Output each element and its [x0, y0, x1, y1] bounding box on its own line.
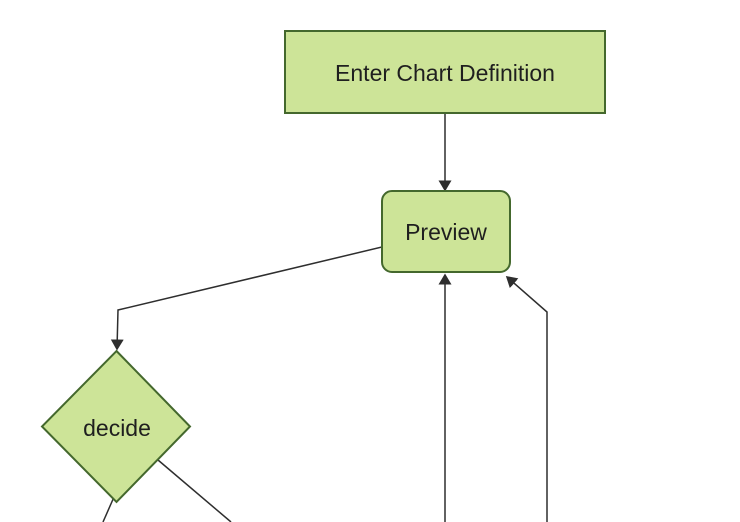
preview-box [381, 190, 511, 273]
edge-preview-to-decide [110, 246, 383, 351]
decide-diamond [40, 349, 192, 504]
edge-layer [102, 113, 548, 522]
decide-label: decide [83, 415, 151, 441]
enter-chart-definition-label: Enter Chart Definition [335, 60, 555, 86]
node-enter-chart-definition: Enter Chart Definition [284, 30, 606, 114]
edge-offscreen-to-preview-right [505, 276, 548, 522]
edge-decide-to-offscreen-right [157, 459, 232, 522]
node-layer: Enter Chart Definition Preview decide [40, 30, 606, 504]
node-preview: Preview [381, 190, 511, 273]
enter-chart-definition-box [284, 30, 606, 114]
edge-decide-to-offscreen-left [102, 496, 115, 522]
preview-label: Preview [405, 219, 487, 245]
node-decide: decide [40, 349, 192, 504]
